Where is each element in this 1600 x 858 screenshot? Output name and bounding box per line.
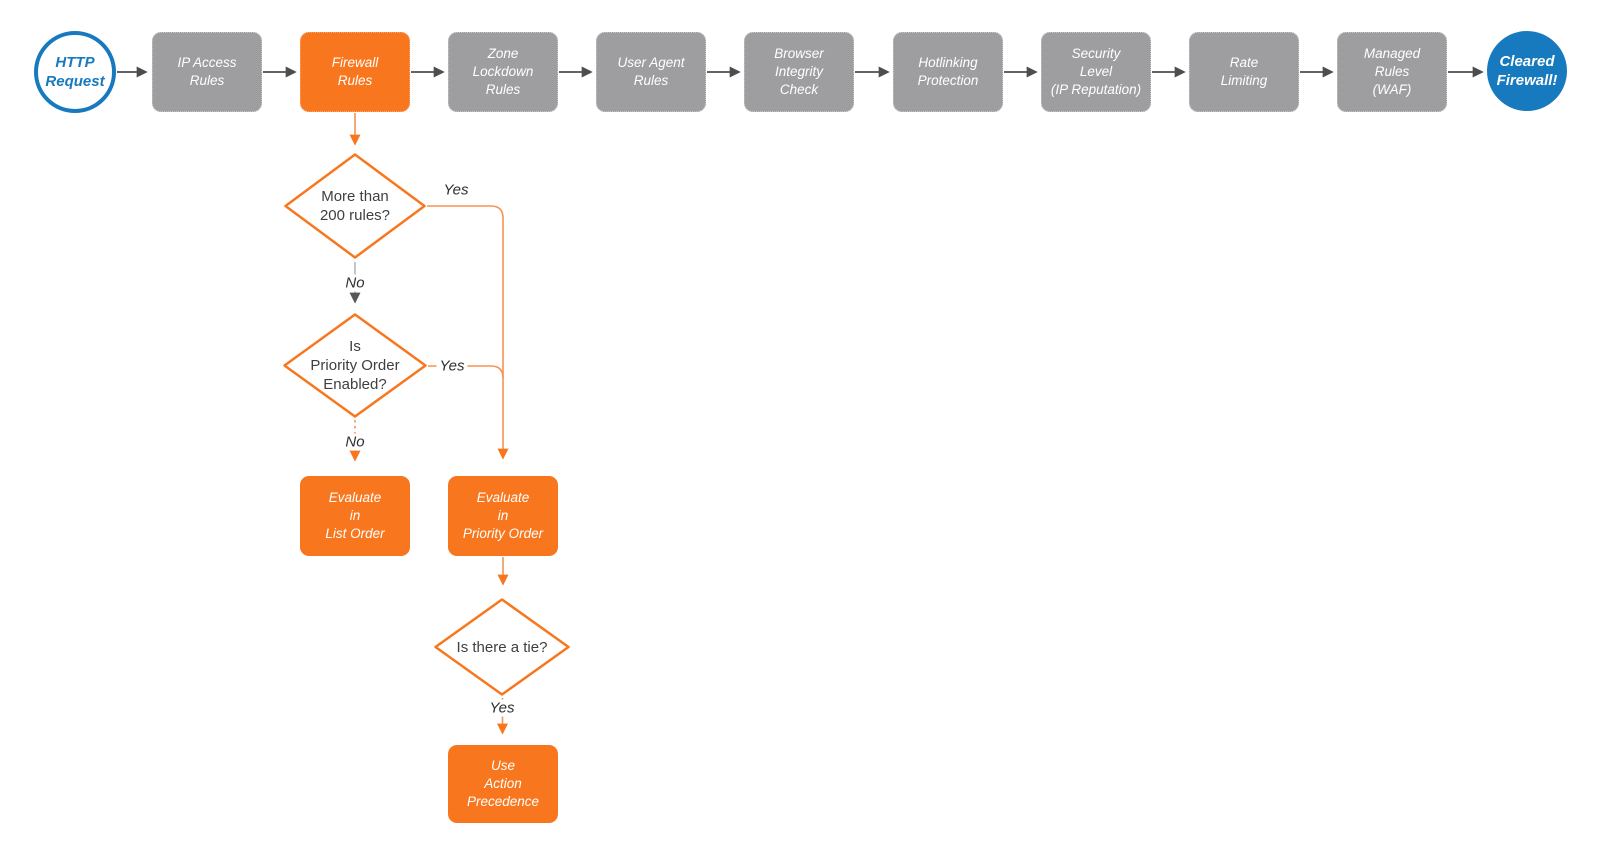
stage-security-level: Security Level (IP Reputation) bbox=[1041, 32, 1151, 112]
edge-label-yes-tie: Yes bbox=[486, 699, 518, 717]
arrow-yes-to-priority-order bbox=[427, 205, 509, 460]
edge-label-no-priority-enabled: No bbox=[342, 433, 368, 451]
diamond-shape bbox=[284, 153, 426, 259]
decision-label: Is there a tie? bbox=[456, 638, 548, 656]
diamond-shape bbox=[283, 313, 427, 418]
decision-more-than-200-rules: More than 200 rules? bbox=[283, 152, 427, 260]
stage-rate-limiting: Rate Limiting bbox=[1189, 32, 1299, 112]
decision-label: Is Priority Order Enabled? bbox=[310, 338, 400, 393]
node-evaluate-list-order: Evaluate in List Order bbox=[300, 476, 410, 556]
decision-priority-order-enabled: Is Priority Order Enabled? bbox=[282, 312, 428, 419]
stage-managed-rules-waf: Managed Rules (WAF) bbox=[1337, 32, 1447, 112]
stage-browser-integrity-check: Browser Integrity Check bbox=[744, 32, 854, 112]
start-node-http-request: HTTP Request bbox=[34, 31, 116, 113]
connector-yes-priority-join bbox=[428, 365, 504, 379]
stage-hotlinking-protection: Hotlinking Protection bbox=[893, 32, 1003, 112]
stage-firewall-rules: Firewall Rules bbox=[300, 32, 410, 112]
node-use-action-precedence: Use Action Precedence bbox=[448, 745, 558, 823]
diamond-shape bbox=[434, 598, 570, 696]
edge-label-yes-200-rules: Yes bbox=[443, 181, 469, 199]
decision-is-there-a-tie: Is there a tie? bbox=[433, 597, 571, 697]
stage-user-agent-rules: User Agent Rules bbox=[596, 32, 706, 112]
end-node-cleared-firewall: Cleared Firewall! bbox=[1487, 31, 1567, 111]
stage-zone-lockdown-rules: Zone Lockdown Rules bbox=[448, 32, 558, 112]
decision-label: More than 200 rules? bbox=[319, 188, 391, 224]
stage-ip-access-rules: IP Access Rules bbox=[152, 32, 262, 112]
node-evaluate-priority-order: Evaluate in Priority Order bbox=[448, 476, 558, 556]
edge-label-no-200-rules: No bbox=[342, 274, 368, 292]
edge-label-yes-priority-enabled: Yes bbox=[436, 357, 468, 375]
